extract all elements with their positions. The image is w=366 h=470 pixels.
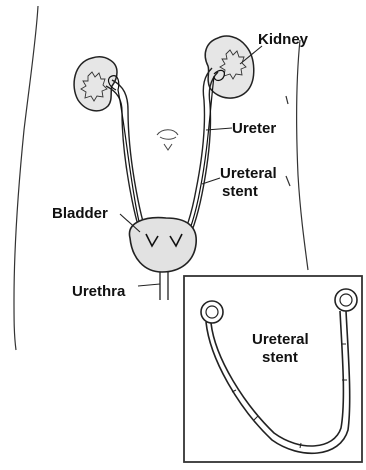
- stent-inset: Ureteral stent: [184, 276, 362, 462]
- label-ureteral-stent-line1: Ureteral: [220, 165, 277, 182]
- inset-label-line1: Ureteral: [252, 331, 309, 348]
- urethra: [160, 272, 168, 300]
- label-ureter: Ureter: [232, 120, 276, 137]
- label-kidney: Kidney: [258, 31, 309, 48]
- label-bladder: Bladder: [52, 205, 108, 222]
- inset-label-line2: stent: [262, 349, 298, 366]
- navel-icon: [157, 130, 178, 150]
- label-ureteral-stent-line2: stent: [222, 183, 258, 200]
- right-ureter: [178, 68, 212, 246]
- label-urethra: Urethra: [72, 283, 126, 300]
- bladder: [129, 218, 196, 272]
- left-kidney: [74, 57, 117, 111]
